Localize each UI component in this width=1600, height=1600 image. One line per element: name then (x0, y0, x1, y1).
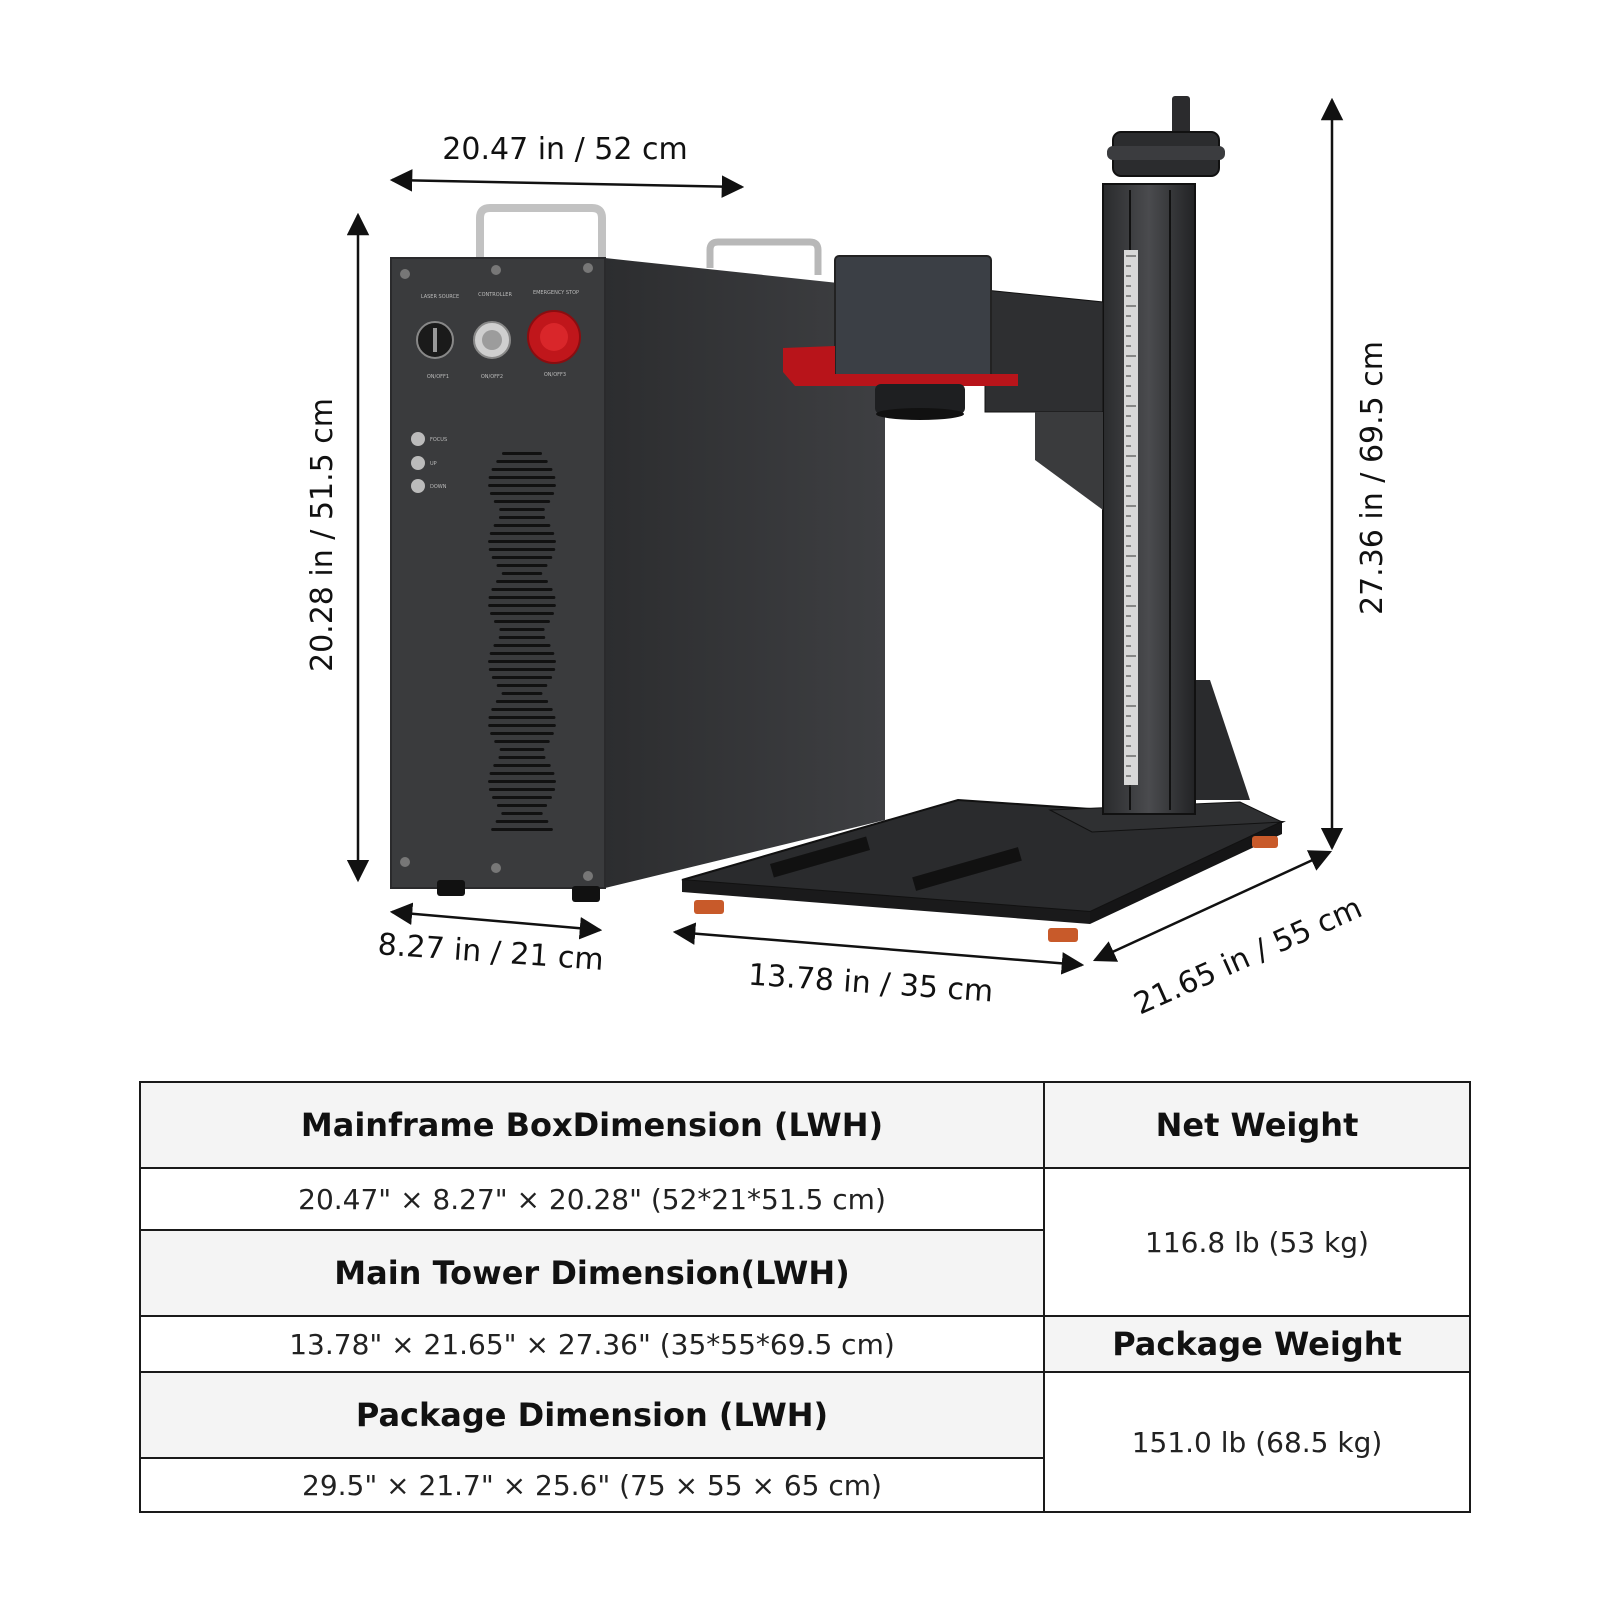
vent-slot (493, 524, 551, 527)
tower-depth-label: 21.65 in / 55 cm (1129, 890, 1367, 1022)
vent-slot (489, 652, 555, 655)
vent-slot (502, 452, 542, 455)
vent-slot (488, 484, 556, 487)
controller-switch[interactable] (473, 321, 511, 359)
mainframe-box: LASER SOURCE CONTROLLER EMERGENCY STOP O… (390, 204, 885, 902)
vent-slot (498, 516, 546, 519)
focus-label: FOCUS (430, 437, 447, 443)
vent-slot (496, 804, 548, 807)
up-button[interactable] (411, 456, 425, 470)
vent-slot (491, 828, 553, 831)
vent-slot (493, 644, 551, 647)
down-label: DOWN (430, 484, 447, 490)
vent-slot (488, 596, 556, 599)
vent-slot (496, 580, 548, 583)
vent-slot (499, 628, 545, 631)
vent-slot (488, 660, 556, 663)
up-label: UP (430, 461, 437, 467)
vent-slot (490, 612, 554, 615)
mainframe-dimension-header: Mainframe BoxDimension (LWH) (139, 1081, 1045, 1169)
vent-slot (501, 812, 543, 815)
package-weight-value: 151.0 lb (68.5 kg) (1043, 1371, 1471, 1513)
vent-slot (491, 588, 553, 591)
package-dimension-header: Package Dimension (LWH) (139, 1371, 1045, 1459)
vent-slot (499, 508, 545, 511)
vent-slot (493, 500, 551, 503)
vent-slot (493, 764, 551, 767)
package-weight-header: Package Weight (1043, 1315, 1471, 1373)
vent-slot (488, 780, 556, 783)
spec-table: Mainframe BoxDimension (LWH) Net Weight … (139, 1081, 1471, 1513)
net-weight-header: Net Weight (1043, 1081, 1471, 1169)
tower-dimension-header: Main Tower Dimension(LWH) (139, 1229, 1045, 1317)
vent-slot (489, 532, 555, 535)
vent-slot (496, 460, 548, 463)
vent-slot (494, 620, 550, 623)
vent-slot (501, 692, 543, 695)
vent-slot (488, 788, 556, 791)
vent-slot (495, 820, 549, 823)
laser-source-key-switch[interactable] (416, 321, 454, 359)
vent-slot (490, 732, 554, 735)
focus-button[interactable] (411, 432, 425, 446)
package-dimension-value: 29.5" × 21.7" × 25.6" (75 × 55 × 65 cm) (139, 1457, 1045, 1513)
mainframe-height-label: 20.28 in / 51.5 cm (305, 398, 340, 672)
vent-slot (488, 476, 556, 479)
vent-slot (488, 548, 556, 551)
vent-slot (488, 540, 556, 543)
mainframe-dimension-value: 20.47" × 8.27" × 20.28" (52*21*51.5 cm) (139, 1167, 1045, 1231)
vent-slot (495, 700, 549, 703)
vent-slot (498, 636, 546, 639)
vent-slot (501, 572, 543, 575)
switch-3-label: ON/OFF3 (544, 372, 566, 378)
mainframe-width-label: 8.27 in / 21 cm (377, 927, 605, 978)
laser-source-label: LASER SOURCE (421, 294, 459, 300)
vent-slot (499, 748, 545, 751)
vent-slot (488, 668, 556, 671)
vent-slot (488, 716, 556, 719)
controller-label: CONTROLLER (478, 292, 512, 298)
tower-width-label: 13.78 in / 35 cm (747, 958, 994, 1010)
vent-slot (496, 564, 548, 567)
switch-1-label: ON/OFF1 (427, 374, 449, 380)
emergency-stop-button[interactable] (527, 310, 581, 364)
vent-slot (488, 724, 556, 727)
tower-dimension-value: 13.78" × 21.65" × 27.36" (35*55*69.5 cm) (139, 1315, 1045, 1373)
height-scale (1126, 255, 1136, 787)
product-illustration: LASER SOURCE CONTROLLER EMERGENCY STOP O… (305, 96, 1390, 1022)
net-weight-value: 116.8 lb (53 kg) (1043, 1167, 1471, 1317)
ventilation-grille (488, 452, 556, 831)
vent-slot (491, 676, 553, 679)
vent-slot (498, 756, 546, 759)
vent-slot (488, 604, 556, 607)
emergency-stop-label: EMERGENCY STOP (533, 290, 579, 296)
vent-slot (496, 684, 548, 687)
vent-slot (491, 556, 553, 559)
dimension-arrows (346, 97, 1344, 975)
vent-slot (489, 492, 555, 495)
vent-slot (491, 708, 553, 711)
vent-slot (489, 772, 555, 775)
switch-2-label: ON/OFF2 (481, 374, 503, 380)
down-button[interactable] (411, 479, 425, 493)
tower-height-label: 27.36 in / 69.5 cm (1355, 341, 1390, 615)
vent-slot (491, 468, 553, 471)
vent-slot (492, 796, 552, 799)
vent-slot (494, 740, 550, 743)
mainframe-length-label: 20.47 in / 52 cm (442, 132, 687, 167)
